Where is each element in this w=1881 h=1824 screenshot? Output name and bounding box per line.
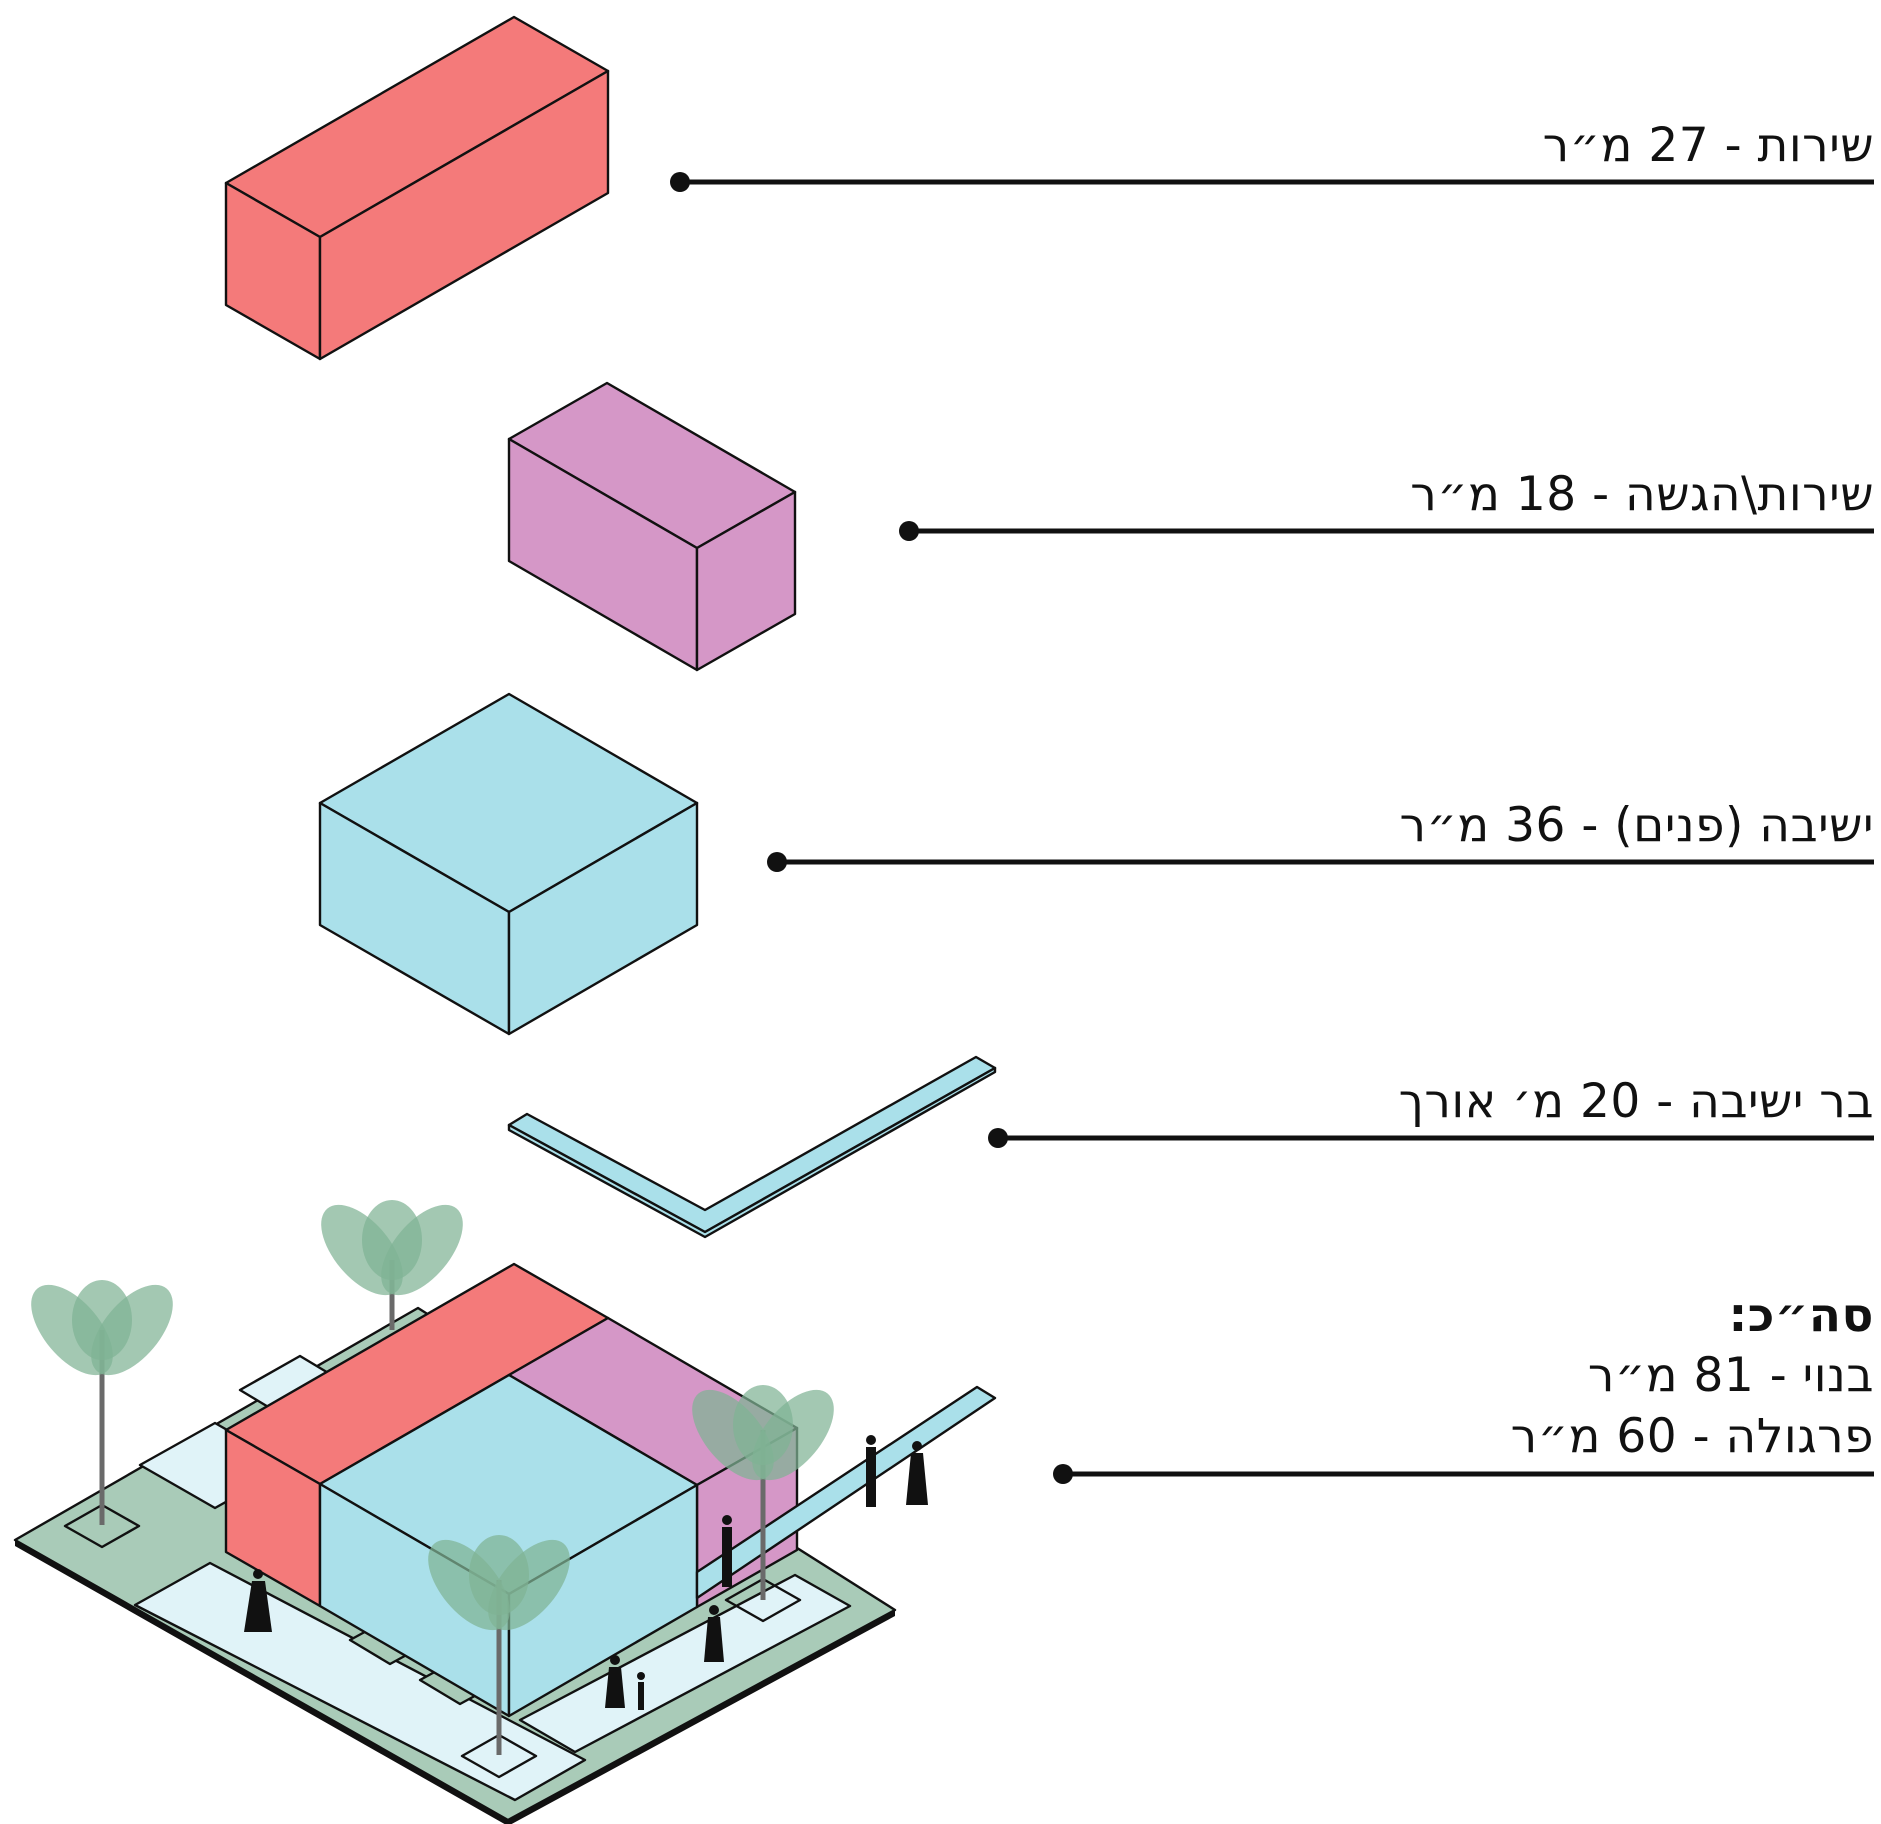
person-silhouette (866, 1435, 876, 1507)
person-silhouette (906, 1441, 928, 1505)
person-silhouette (722, 1515, 732, 1587)
leader-line-total (1053, 1464, 1874, 1484)
palm-tree (31, 1280, 173, 1525)
service-serving-block (507, 381, 797, 672)
tree-pit (724, 1577, 802, 1623)
person-silhouette (637, 1672, 645, 1710)
person-silhouette (605, 1655, 625, 1708)
leader-line-service-serving (899, 521, 1874, 541)
palm-tree (692, 1385, 834, 1600)
tree-pit (460, 1733, 538, 1779)
label-service-serving: שירות\הגשה - 18 מ״ר (1410, 467, 1874, 522)
label-bar-seating: בר ישיבה - 20 מ׳ אורך (1398, 1074, 1874, 1129)
service-block (224, 15, 610, 361)
seating-block-right-face (507, 801, 699, 1036)
label-total-heading: סה״כ: (1728, 1288, 1874, 1343)
person-silhouette (244, 1569, 272, 1632)
person-silhouette (704, 1605, 724, 1662)
label-seating-indoor: ישיבה (פנים) - 36 מ״ר (1399, 798, 1874, 853)
site-plan (13, 1200, 997, 1824)
tree-pit (63, 1503, 141, 1549)
leader-line-bar-seating (988, 1128, 1874, 1148)
label-total-pergola: פרגולה - 60 מ״ר (1510, 1409, 1874, 1464)
seating-block (318, 692, 699, 1036)
label-total-built: בנוי - 81 מ״ר (1587, 1348, 1874, 1403)
leader-line-service (670, 172, 1874, 192)
service-serving-block-right-face (695, 490, 797, 672)
assembled-seating-right-face (507, 1483, 699, 1718)
bar-seating-counter (507, 1055, 997, 1239)
leader-line-seating (767, 852, 1874, 872)
service-block-right-face (318, 69, 610, 361)
palm-tree (321, 1200, 463, 1330)
label-service: שירות - 27 מ״ר (1542, 118, 1874, 173)
bar-seating-counter-front (507, 1066, 997, 1239)
palm-tree (428, 1535, 570, 1755)
assembled-bar-counter (695, 1385, 997, 1600)
